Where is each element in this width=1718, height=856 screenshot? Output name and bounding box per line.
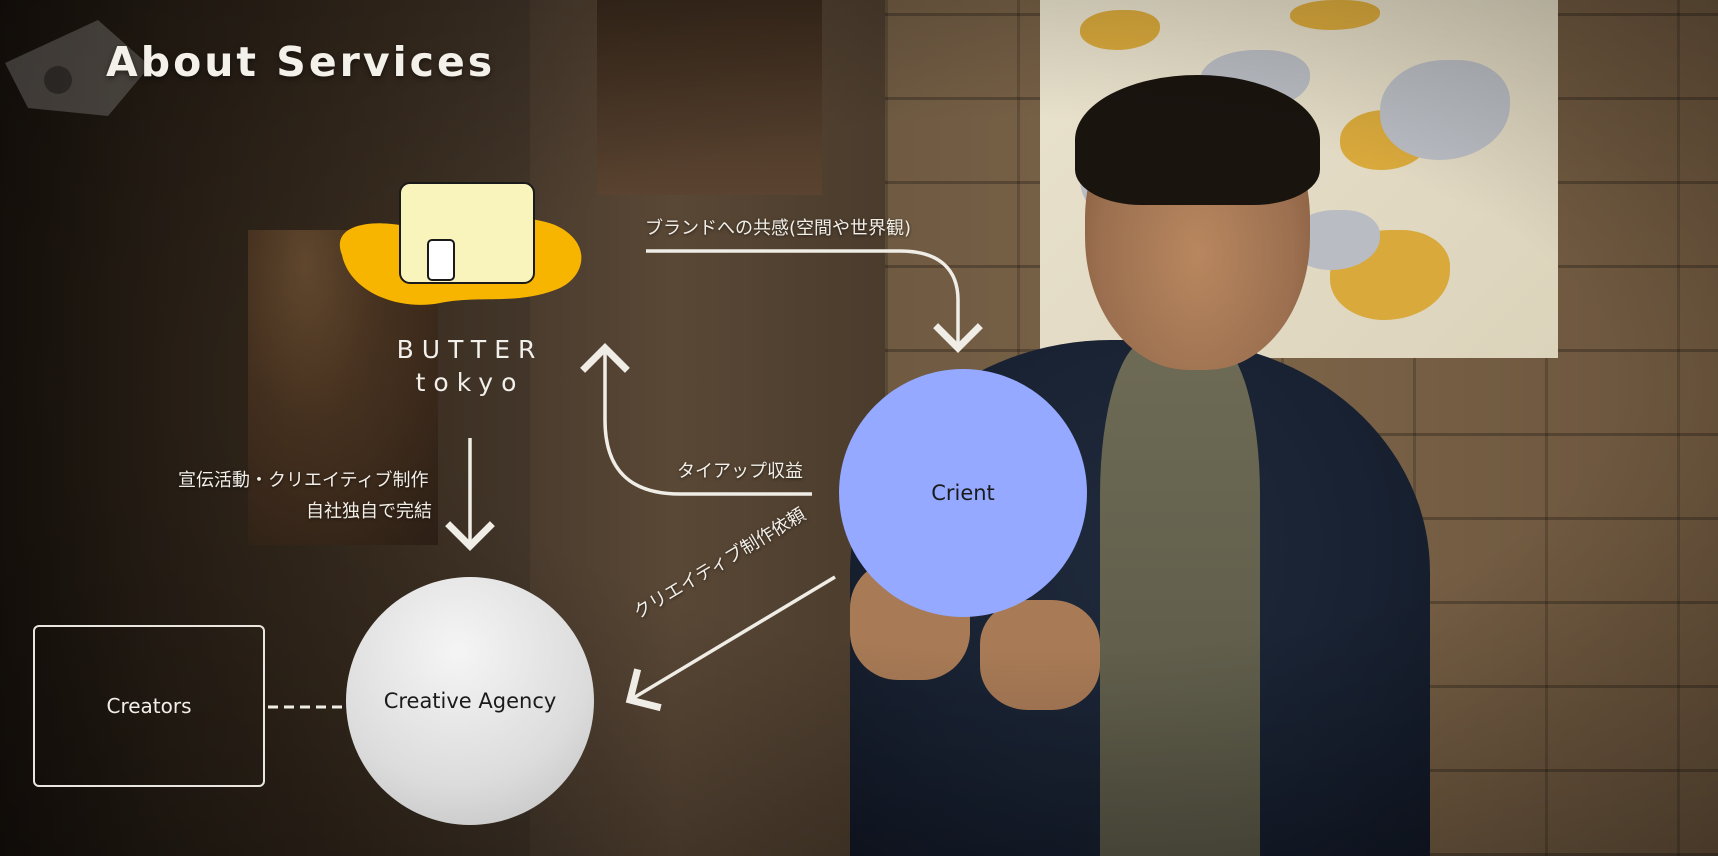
- node-client: Crient: [839, 369, 1087, 617]
- label-brand-to-agency-1: 宣伝活動・クリエイティブ制作: [178, 470, 429, 491]
- node-creators: Creators: [33, 625, 265, 787]
- brand-name: BUTTER tokyo: [330, 333, 610, 399]
- node-agency-label: Creative Agency: [383, 689, 557, 713]
- page-title: About Services: [106, 38, 496, 86]
- label-brand-to-client: ブランドへの共感(空間や世界観): [645, 218, 912, 239]
- arrow-client-to-brand: [580, 343, 812, 496]
- brand-line-1: BUTTER: [396, 335, 544, 364]
- label-brand-to-agency-2: 自社独自で完結: [306, 501, 432, 522]
- butter-building-icon: [339, 182, 582, 305]
- node-creative-agency: Creative Agency: [346, 577, 594, 825]
- node-client-label: Crient: [931, 481, 995, 505]
- label-client-to-brand: タイアップ収益: [677, 461, 803, 482]
- arrow-client-to-agency: [625, 575, 836, 712]
- arrow-brand-to-client: [646, 249, 983, 353]
- logo-mark-icon: [5, 20, 150, 116]
- brand-line-2: tokyo: [415, 368, 525, 397]
- node-creators-label: Creators: [106, 694, 192, 718]
